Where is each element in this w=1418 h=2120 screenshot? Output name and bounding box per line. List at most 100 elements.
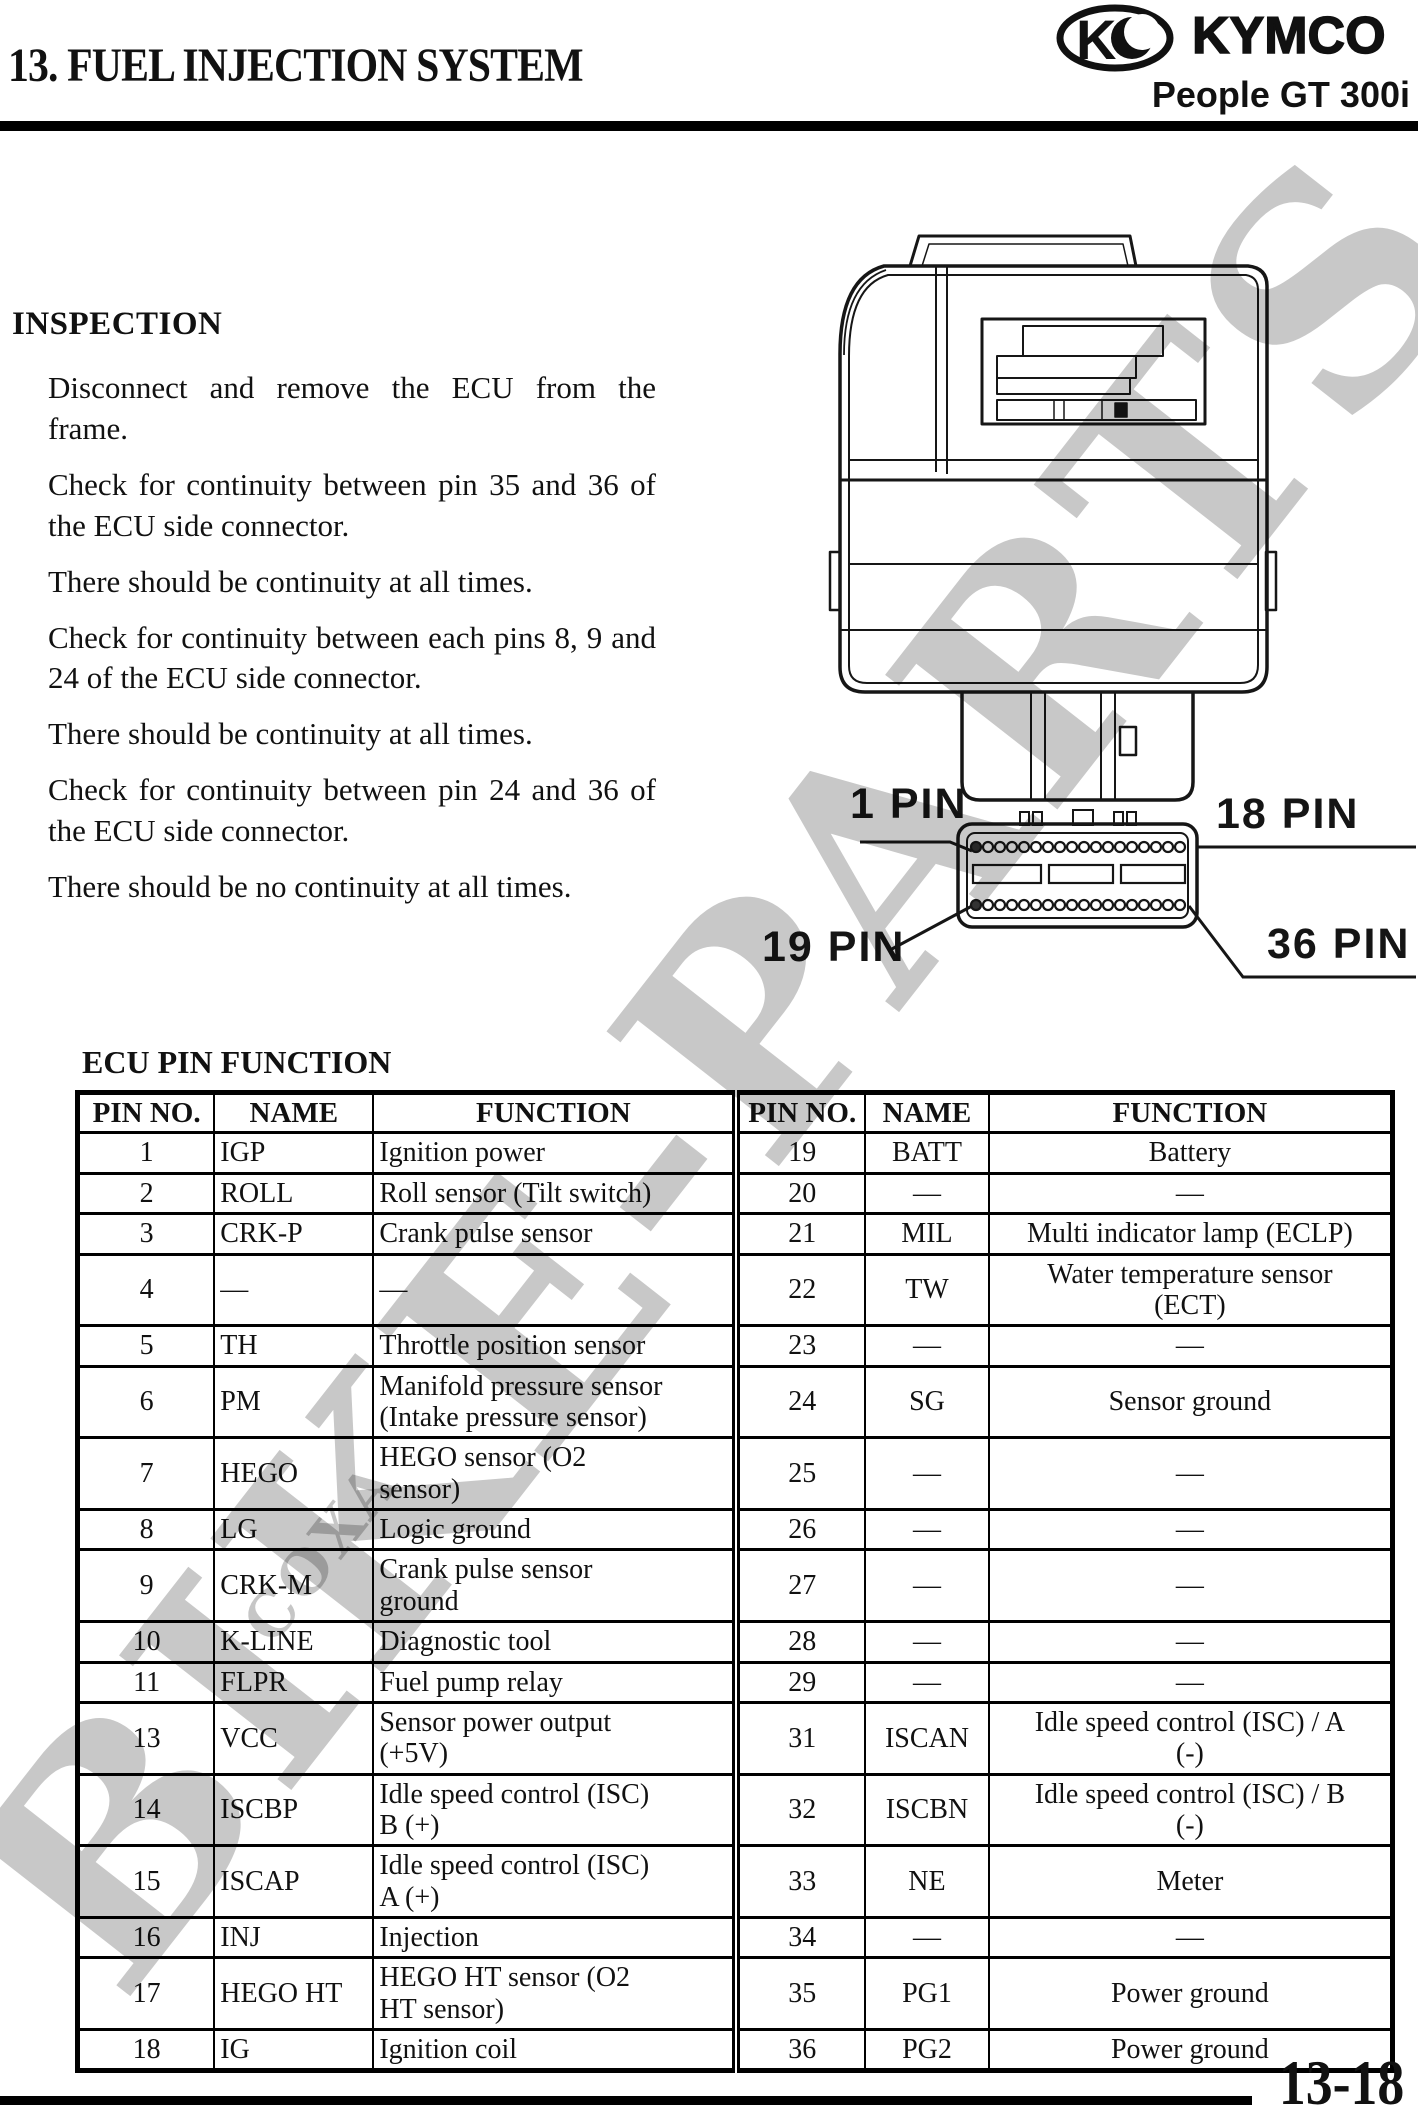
table-heading: ECU PIN FUNCTION	[82, 1044, 392, 1080]
ecu-drawing	[828, 234, 1278, 802]
table-cell: Battery	[987, 1131, 1394, 1175]
svg-text:K: K	[1076, 8, 1116, 71]
table-cell: 5	[76, 1324, 216, 1368]
table-cell: 16	[76, 1916, 216, 1960]
table-cell: —	[987, 1171, 1394, 1216]
table-cell: ROLL	[213, 1171, 375, 1216]
pin-circle	[1077, 840, 1091, 854]
table-cell: Power ground	[987, 2028, 1394, 2073]
pin-circle	[1017, 840, 1031, 854]
table-cell: 21	[732, 1212, 867, 1256]
pin-circle	[981, 840, 995, 854]
pin-circle	[1053, 898, 1067, 912]
table-cell: Multi indicator lamp (ECLP)	[987, 1212, 1394, 1256]
table-cell: ISCBN	[864, 1772, 990, 1848]
table-cell: 25	[732, 1436, 867, 1512]
table-cell: Idle speed control (ISC) / A (-)	[987, 1700, 1394, 1776]
pin-circle	[1005, 840, 1019, 854]
table-cell: 9	[76, 1548, 216, 1624]
table-cell: 34	[732, 1916, 867, 1960]
table-cell: 32	[732, 1772, 867, 1848]
table-cell: —	[987, 1548, 1394, 1624]
header-divider	[0, 121, 1418, 131]
table-cell: 8	[76, 1508, 216, 1552]
table-cell: —	[987, 1660, 1394, 1704]
table-cell: 7	[76, 1436, 216, 1512]
inspection-paragraph: There should be no continuity at all tim…	[48, 869, 572, 905]
table-cell: PG2	[864, 2028, 990, 2073]
table-cell: —	[987, 1324, 1394, 1368]
table-cell: 6	[76, 1364, 216, 1440]
table-cell: 1	[76, 1131, 216, 1175]
table-cell: Ignition power	[372, 1131, 738, 1175]
pin-circle	[993, 898, 1007, 912]
pin-circle	[1101, 840, 1115, 854]
table-cell: Power ground	[987, 1956, 1394, 2032]
table-cell: —	[864, 1171, 990, 1216]
table-cell: Diagnostic tool	[372, 1620, 738, 1664]
table-cell: 4	[76, 1252, 216, 1328]
table-cell: Injection	[372, 1916, 738, 1960]
table-cell: K-LINE	[213, 1620, 375, 1664]
table-cell: PG1	[864, 1956, 990, 2032]
table-cell: 10	[76, 1620, 216, 1664]
pin-circle	[1065, 898, 1079, 912]
pin-circles	[969, 840, 1187, 912]
table-cell: Ignition coil	[372, 2028, 738, 2073]
table-cell: 14	[76, 1772, 216, 1848]
table-cell: 13	[76, 1700, 216, 1776]
table-cell: MIL	[864, 1212, 990, 1256]
table-cell: 3	[76, 1212, 216, 1256]
table-cell: —	[372, 1252, 738, 1328]
table-cell: —	[987, 1620, 1394, 1664]
table-cell: Logic ground	[372, 1508, 738, 1552]
pin-circle	[981, 898, 995, 912]
table-cell: 26	[732, 1508, 867, 1552]
table-cell: —	[864, 1436, 990, 1512]
table-cell: 29	[732, 1660, 867, 1704]
table-cell: 22	[732, 1252, 867, 1328]
page-number: 13-18	[1278, 2047, 1404, 2118]
pin-circle	[1029, 898, 1043, 912]
table-cell: 35	[732, 1956, 867, 2032]
pin-circle	[1065, 840, 1079, 854]
table-cell: 28	[732, 1620, 867, 1664]
table-cell: Throttle position sensor	[372, 1324, 738, 1368]
table-cell: 17	[76, 1956, 216, 2032]
pin-circle	[1089, 840, 1103, 854]
pin-circle	[1161, 840, 1175, 854]
model-name: People GT 300i	[1151, 74, 1410, 115]
pin-circle	[1125, 840, 1139, 854]
pin-circle	[969, 840, 983, 854]
pin-circle	[1137, 840, 1151, 854]
table-cell: PM	[213, 1364, 375, 1440]
table-cell: Fuel pump relay	[372, 1660, 738, 1704]
table-cell: —	[987, 1508, 1394, 1552]
table-cell: —	[864, 1324, 990, 1368]
table-cell: 18	[76, 2028, 216, 2073]
inspection-paragraph: Check for continuity between pin 35 and …	[48, 466, 656, 543]
table-cell: —	[864, 1548, 990, 1624]
column-header: PIN NO.	[732, 1090, 867, 1135]
brand-name: KYMCO	[1191, 6, 1386, 66]
table-cell: VCC	[213, 1700, 375, 1776]
table-cell: 2	[76, 1171, 216, 1216]
table-cell: ISCBP	[213, 1772, 375, 1848]
table-cell: FLPR	[213, 1660, 375, 1704]
table-cell: LG	[213, 1508, 375, 1552]
footer-divider	[0, 2096, 1252, 2105]
table-cell: 15	[76, 1844, 216, 1920]
pin-circle	[1077, 898, 1091, 912]
pin-circle	[1161, 898, 1175, 912]
